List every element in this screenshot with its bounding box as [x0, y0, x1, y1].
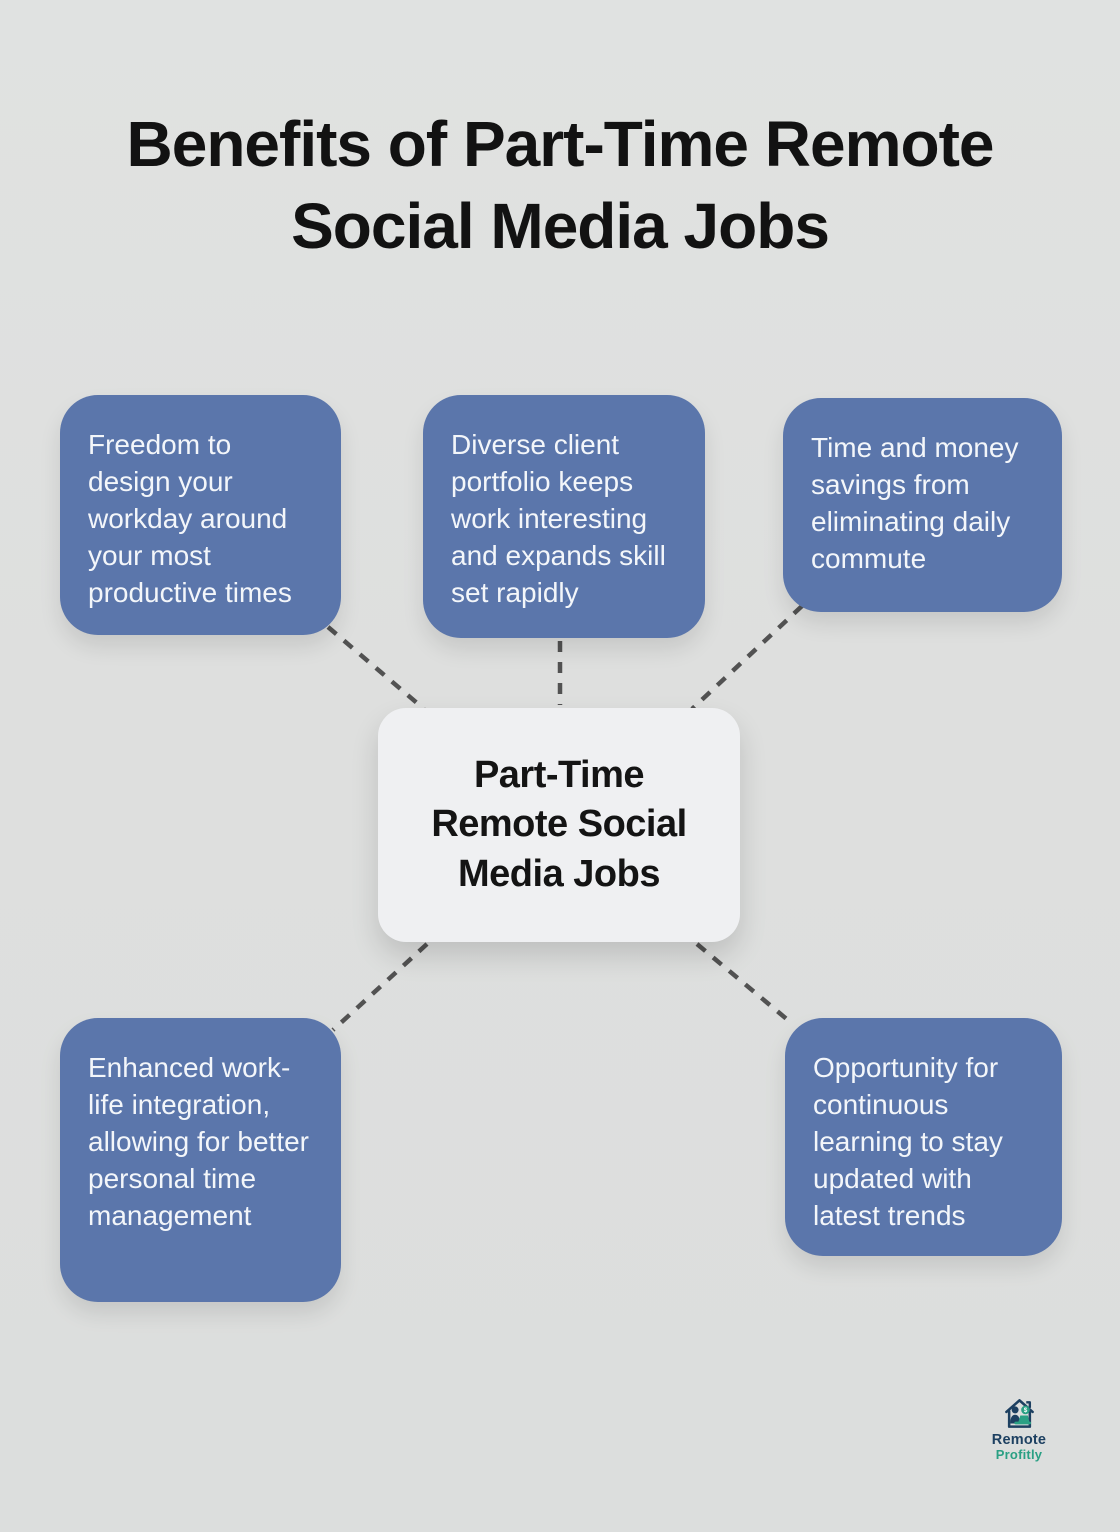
connector-bottom-right [695, 942, 791, 1023]
connector-bottom-left [331, 942, 429, 1032]
benefit-text: Opportunity for continuous learning to s… [813, 1052, 1003, 1231]
page-title: Benefits of Part-Time Remote Social Medi… [0, 104, 1120, 268]
benefit-text: Enhanced work-life integration, allowing… [88, 1052, 310, 1231]
brand-name-profitly: Profitly [995, 1447, 1043, 1463]
page-title-line2: Social Media Jobs [291, 189, 830, 262]
benefit-text: Time and money savings from eliminating … [811, 432, 1019, 574]
benefit-box-bottom-right: Opportunity for continuous learning to s… [785, 1018, 1062, 1256]
benefit-text: Diverse client portfolio keeps work inte… [451, 429, 666, 608]
page-title-line1: Benefits of Part-Time Remote [126, 108, 995, 180]
benefit-box-bottom-left: Enhanced work-life integration, allowing… [60, 1018, 341, 1302]
benefit-box-top-left: Freedom to design your workday around yo… [60, 395, 341, 635]
svg-text:$: $ [1023, 1407, 1027, 1414]
remote-profitly-house-icon: $ [1004, 1399, 1034, 1428]
brand-logo: $ Remote Profitly [974, 1396, 1064, 1463]
connector-top-left [326, 625, 426, 711]
benefit-text: Freedom to design your workday around yo… [88, 429, 292, 608]
benefit-box-top-middle: Diverse client portfolio keeps work inte… [423, 395, 705, 638]
connector-top-right [690, 604, 804, 711]
central-node: Part-Time Remote Social Media Jobs [378, 708, 740, 942]
central-node-label: Part-Time Remote Social Media Jobs [431, 753, 687, 895]
brand-name-remote: Remote [991, 1432, 1047, 1448]
benefit-box-top-right: Time and money savings from eliminating … [783, 398, 1062, 612]
